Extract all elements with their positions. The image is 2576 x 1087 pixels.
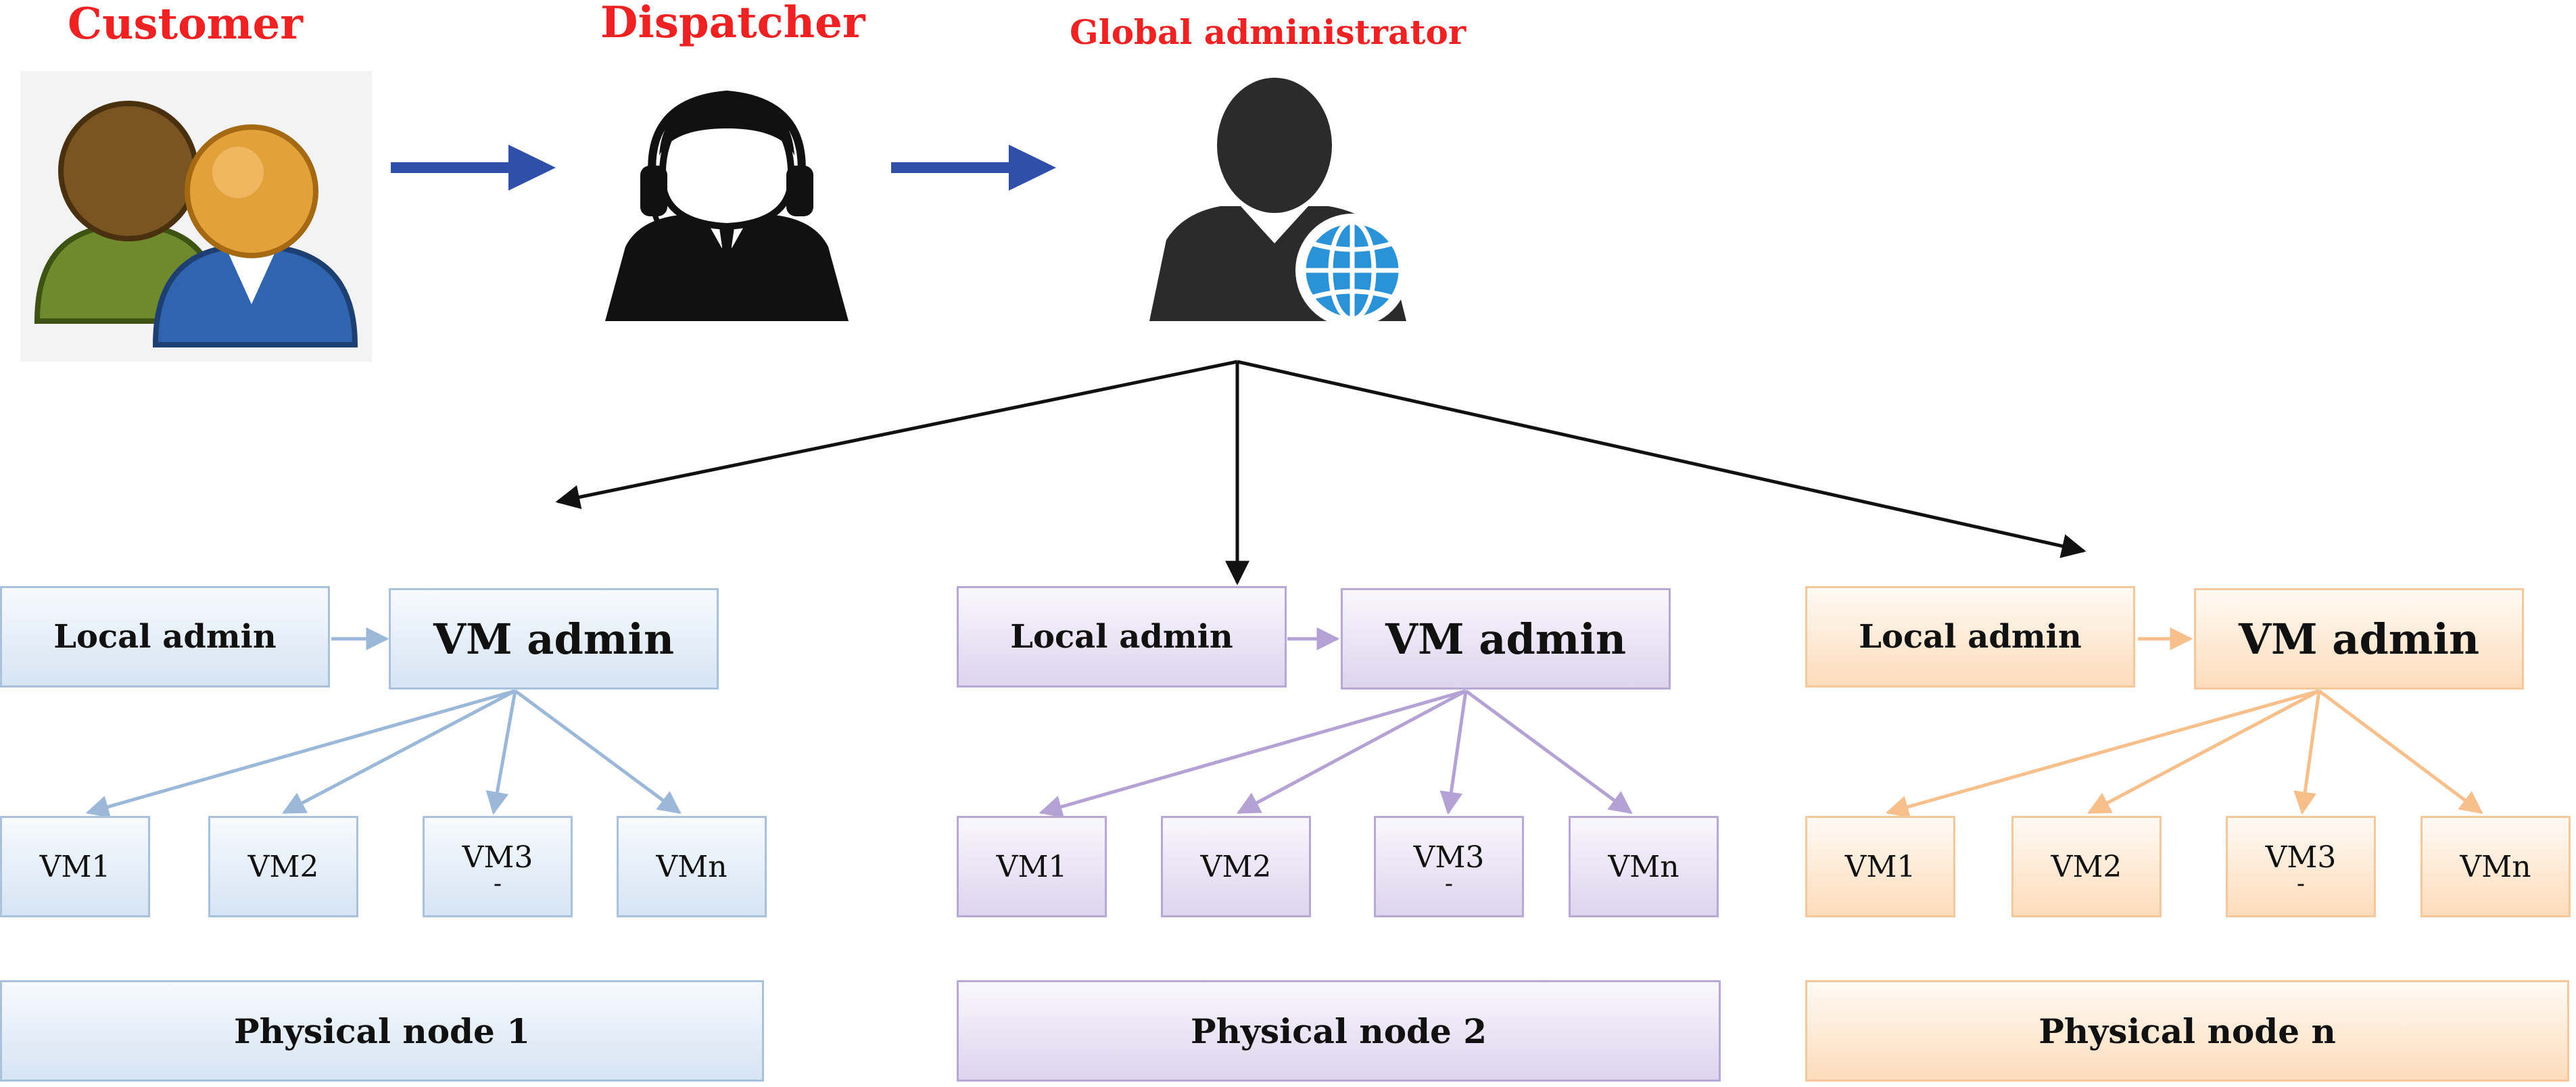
- flow-arrow-customer-dispatcher: [391, 145, 556, 191]
- arrow-vmadmin2-vm1: [1039, 689, 1466, 818]
- vm-label: VM3: [1413, 840, 1485, 875]
- physical-node-box-n: Physical node n: [1805, 980, 2569, 1082]
- customer-title: Customer: [68, 0, 303, 49]
- vm-box-1-2: VM2: [208, 816, 358, 917]
- arrow-global-to-noden: [1237, 360, 2086, 558]
- arrow-vmadmin1-vm3: [485, 690, 517, 815]
- operator-headset-icon: [605, 90, 849, 321]
- dispatcher-title: Dispatcher: [600, 0, 865, 48]
- local-admin-box-1: Local admin: [0, 586, 330, 687]
- local-admin-box-2: Local admin: [957, 586, 1287, 687]
- vm-label: VMn: [2460, 849, 2531, 884]
- vm-box-1-3: VM3-: [423, 816, 573, 917]
- arrow-vmadmin2-vmn: [1464, 689, 1633, 815]
- users-icon: [20, 71, 372, 362]
- physical-node-box-1: Physical node 1: [0, 980, 764, 1082]
- arrow-vmadminn-vm2: [2086, 689, 2320, 815]
- admin-globe-icon: [1149, 78, 1409, 324]
- arrow-vmadmin2-vm3: [1439, 690, 1468, 815]
- vm-dash: -: [2296, 869, 2306, 898]
- vm-box-2-1: VM1: [957, 816, 1107, 917]
- vm-dash: -: [493, 869, 502, 898]
- vm-label: VM1: [996, 849, 1068, 884]
- vm-box-1-n: VMn: [617, 816, 767, 917]
- vm-label: VM3: [462, 840, 533, 875]
- vm-admin-box-2: VM admin: [1341, 588, 1671, 690]
- vm-admin-box-1: VM admin: [389, 588, 719, 690]
- arrow-vmadmin1-vm1: [85, 689, 516, 818]
- arrow-vmadminn-vm3: [2293, 690, 2321, 815]
- arrow-vmadmin1-vmn: [514, 689, 682, 815]
- vm-box-2-2: VM2: [1161, 816, 1311, 917]
- vm-label: VMn: [656, 849, 728, 884]
- vm-dash: -: [1444, 869, 1454, 898]
- vm-label: VM2: [2051, 849, 2122, 884]
- local-admin-box-n: Local admin: [1805, 586, 2135, 687]
- vm-box-n-3: VM3-: [2226, 816, 2376, 917]
- global-admin-title: Global administrator: [1070, 12, 1466, 52]
- vm-box-n-n: VMn: [2420, 816, 2571, 917]
- arrow-global-to-node1: [555, 360, 1238, 510]
- vm-box-1-1: VM1: [0, 816, 150, 917]
- vm-label: VM1: [1844, 849, 1916, 884]
- flow-arrow-dispatcher-admin: [891, 145, 1056, 191]
- arrow-vmadminn-vm1: [1885, 689, 2320, 819]
- arrow-vmadmin2-vm2: [1237, 689, 1467, 815]
- vm-box-n-1: VM1: [1805, 816, 1955, 917]
- vm-box-n-2: VM2: [2011, 816, 2162, 917]
- physical-node-box-2: Physical node 2: [957, 980, 1721, 1082]
- vm-label: VM1: [39, 849, 111, 884]
- vm-box-2-n: VMn: [1569, 816, 1719, 917]
- arrow-vmadmin1-vm2: [281, 689, 517, 815]
- vm-admin-box-n: VM admin: [2194, 588, 2524, 690]
- vm-label: VM3: [2265, 840, 2337, 875]
- arrow-vmadminn-vmn: [2318, 690, 2483, 815]
- vm-label: VMn: [1608, 849, 1679, 884]
- vm-label: VM2: [247, 849, 319, 884]
- vm-label: VM2: [1200, 849, 1272, 884]
- vm-box-2-3: VM3-: [1374, 816, 1524, 917]
